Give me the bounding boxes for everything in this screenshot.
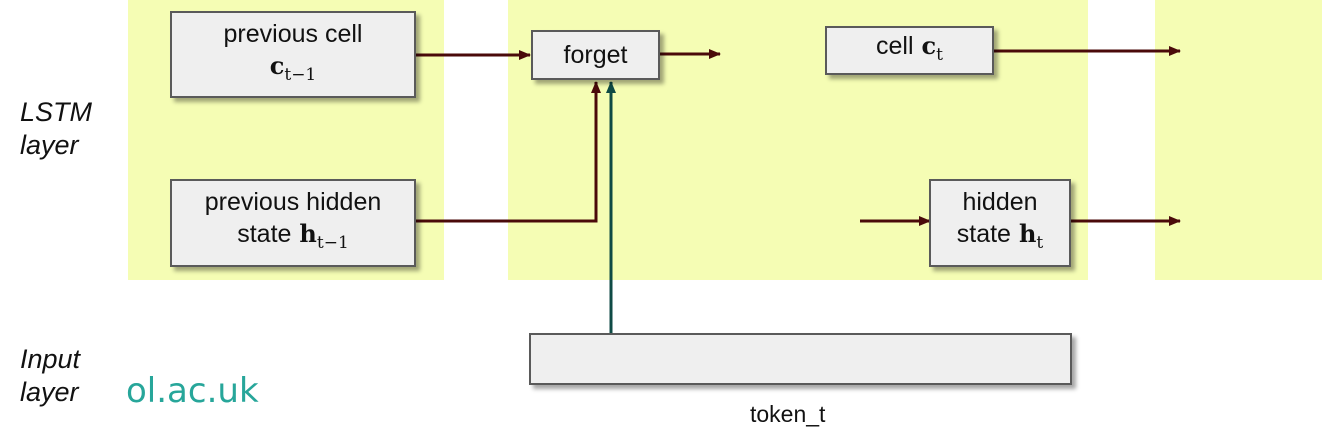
hidden-label: hidden (962, 188, 1038, 217)
token-label: token_t (750, 401, 826, 427)
hidden-state-box: hidden state ht (929, 179, 1071, 267)
previous-cell-symbol: ct−1 (269, 50, 317, 85)
cell-symbol: ct (921, 31, 943, 65)
watermark-text: ol.ac.uk (126, 371, 259, 411)
forget-gate-label: forget (563, 40, 628, 69)
hidden-label2: state (956, 220, 1011, 249)
cell-box: cell ct (825, 26, 994, 75)
previous-hidden-state-box: previous hidden state ht−1 (170, 179, 416, 267)
next-step-panel (1155, 0, 1322, 280)
cell-label: cell (876, 32, 914, 61)
forget-gate-box: forget (531, 30, 660, 80)
token-input-box (529, 333, 1072, 385)
hidden-symbol: ht (1018, 219, 1044, 253)
previous-hidden-symbol: ht−1 (299, 219, 349, 253)
previous-hidden-label2: state (237, 220, 292, 249)
previous-cell-label: previous cell (223, 19, 363, 48)
previous-hidden-label: previous hidden (204, 188, 382, 217)
prev-hidden-to-forget-arrow (414, 81, 601, 223)
previous-cell-box: previous cell ct−1 (170, 11, 416, 98)
